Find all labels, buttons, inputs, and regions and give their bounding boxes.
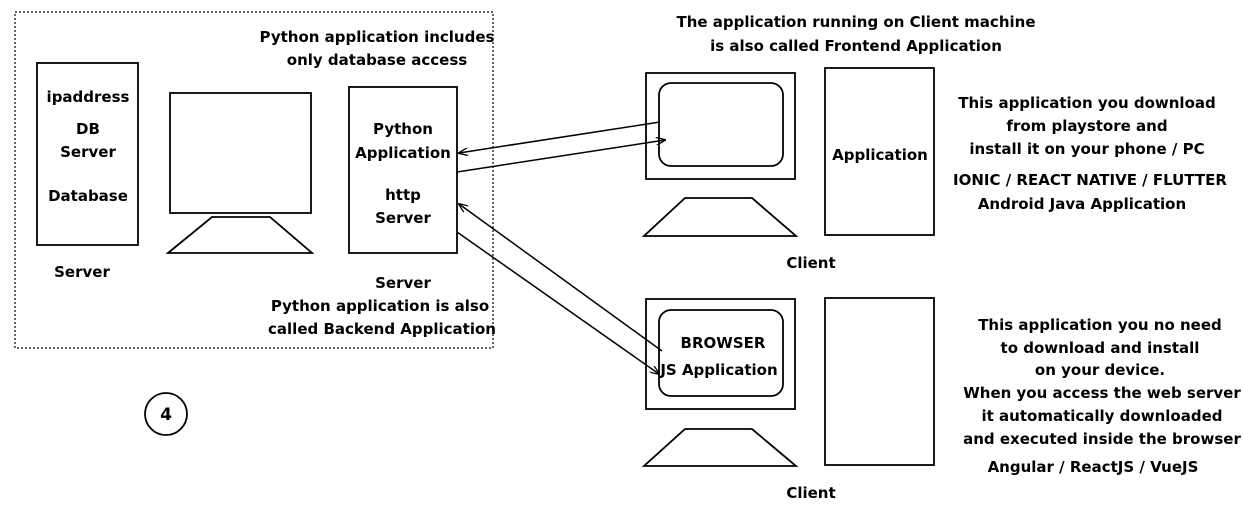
server-boundary [14,11,494,349]
bottom-client-screen [658,309,784,397]
bottom-client-monitor [645,298,796,410]
top-desc-2: from playstore and [1006,117,1167,135]
browser-label: BROWSER [681,334,766,352]
db-database-label: Database [48,187,128,205]
bottom-client-caption: Client [786,484,835,502]
top-desc-1: This application you download [958,94,1215,112]
bottom-tech: Angular / ReactJS / VueJS [988,458,1199,476]
python-app-line4: Server [375,209,431,227]
bottom-application-box [824,297,935,466]
top-tech-2: Android Java Application [978,195,1186,213]
top-desc-3: install it on your phone / PC [969,140,1204,158]
bottom-desc-5: it automatically downloaded [982,407,1223,425]
server-monitor-screen [169,92,312,214]
top-client-screen [658,82,784,167]
arrow-server-to-browser [456,231,659,374]
server-note-top-2: only database access [287,51,467,69]
db-db-label: DB [76,120,100,138]
db-server-box [36,62,139,246]
python-app-line2: Application [355,144,451,162]
python-app-line3: http [385,186,421,204]
top-tech-1: IONIC / REACT NATIVE / FLUTTER [953,171,1227,189]
server-note-top-1: Python application includes [260,28,495,46]
server-monitor-keyboard [165,216,315,254]
bottom-desc-6: and executed inside the browser [963,430,1241,448]
bottom-desc-2: to download and install [1001,339,1200,357]
arrow-browser-to-server [459,204,663,352]
server-caption: Server [54,263,110,281]
db-server-label: Server [60,143,116,161]
bottom-client-keyboard [641,428,799,467]
client-header-1: The application running on Client machin… [677,13,1036,31]
server-note-bottom-2: Python application is also [271,297,489,315]
python-app-box [348,86,458,254]
python-app-line1: Python [373,120,433,138]
top-client-monitor [645,72,796,180]
step-badge-number: 4 [160,405,172,425]
top-application-box [824,67,935,236]
arrow-server-to-client [456,140,665,173]
client-header-2: is also called Frontend Application [710,37,1002,55]
js-application-label: JS Application [659,361,777,379]
top-client-keyboard [641,197,799,237]
step-badge-circle [144,392,188,436]
server-note-bottom-3: called Backend Application [268,320,496,338]
top-client-caption: Client [786,254,835,272]
arrow-client-to-server [459,121,661,153]
bottom-desc-1: This application you no need [978,316,1222,334]
bottom-desc-3: on your device. [1035,361,1165,379]
bottom-desc-4: When you access the web server [963,384,1241,402]
top-application-label: Application [832,146,928,164]
db-ipaddress-label: ipaddress [47,88,130,106]
server-note-bottom-1: Server [375,274,431,292]
